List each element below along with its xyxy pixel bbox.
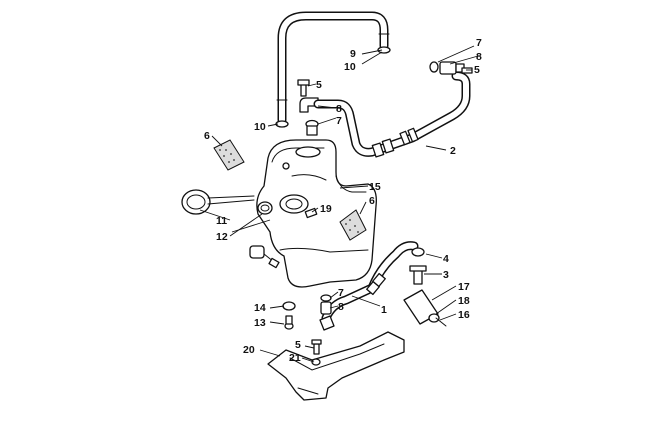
callout-3: 3 — [443, 269, 449, 281]
callout-12: 12 — [216, 231, 228, 243]
callout-2: 2 — [450, 145, 456, 157]
fuel-cap — [181, 189, 273, 215]
callout-21: 21 — [289, 352, 301, 364]
callout-18: 18 — [458, 295, 470, 307]
callout-14: 14 — [254, 302, 266, 314]
callout-7: 7 — [336, 115, 342, 127]
callout-8: 8 — [336, 103, 342, 115]
callout-13: 13 — [254, 317, 266, 329]
callout-11: 11 — [216, 215, 227, 227]
grommet-and-bolt — [282, 301, 296, 330]
warning-decal — [213, 139, 245, 171]
warning-decal — [339, 209, 367, 241]
callout-17: 17 — [458, 281, 470, 293]
fuel-line — [313, 71, 471, 158]
hose-clamp — [275, 46, 391, 128]
callout-7: 7 — [338, 287, 344, 299]
callout-15: 15 — [369, 181, 381, 193]
pump-fitting — [403, 247, 447, 327]
callout-10: 10 — [344, 61, 356, 73]
callout-19: 19 — [320, 203, 332, 215]
callout-5: 5 — [316, 79, 322, 91]
callout-1: 1 — [381, 304, 387, 316]
callout-6: 6 — [369, 195, 375, 207]
callout-5: 5 — [295, 339, 301, 351]
skid-plate — [267, 331, 405, 401]
callout-4: 4 — [443, 253, 449, 265]
vent-fitting — [297, 79, 319, 136]
drain-fitting — [320, 294, 332, 315]
callout-8: 8 — [338, 301, 344, 313]
callout-10: 10 — [254, 121, 266, 133]
fuel-line-fitting — [429, 61, 473, 75]
callout-6: 6 — [204, 130, 210, 142]
callout-8: 8 — [476, 51, 482, 63]
callout-labels: 1 2 3 4 5 5 5 6 6 7 7 7 8 8 8 9 10 10 11… — [204, 37, 482, 364]
callout-5: 5 — [474, 64, 480, 76]
callout-16: 16 — [458, 309, 470, 321]
callout-9: 9 — [350, 48, 356, 60]
callout-7: 7 — [476, 37, 482, 49]
callout-20: 20 — [243, 344, 255, 356]
tank-mount-grommet — [249, 245, 280, 269]
leader-lines — [199, 45, 479, 363]
lower-fuel-hose — [319, 241, 419, 331]
vent-hose — [276, 11, 390, 125]
